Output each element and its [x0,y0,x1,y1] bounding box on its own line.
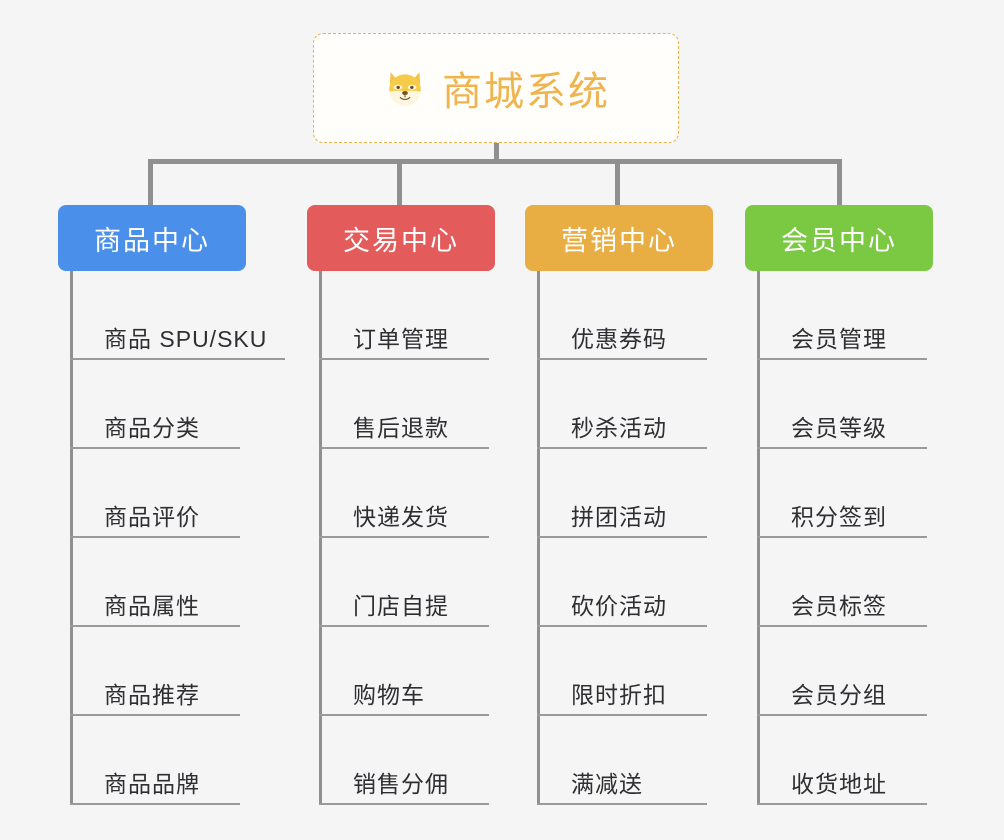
leaf-item-label: 购物车 [353,681,425,708]
leaf-item[interactable]: 会员标签 [757,538,927,627]
category-header-trade-center[interactable]: 交易中心 [307,205,495,271]
leaf-item[interactable]: 销售分佣 [319,716,489,805]
category-header-label: 会员中心 [781,225,897,256]
leaf-item[interactable]: 售后退款 [319,360,489,449]
leaf-item-label: 商品属性 [104,592,200,619]
leaf-item-label: 积分签到 [791,503,887,530]
leaf-item[interactable]: 商品品牌 [70,716,240,805]
column-product-center: 商品中心商品 SPU/SKU 商品分类商品评价商品属性商品推荐商品品牌 [58,205,285,805]
leaf-item[interactable]: 门店自提 [319,538,489,627]
leaf-item[interactable]: 会员等级 [757,360,927,449]
connector-drop-marketing-center [615,159,620,207]
leaf-item[interactable]: 限时折扣 [537,627,707,716]
leaf-list-member-center: 会员管理会员等级积分签到会员标签会员分组收货地址 [745,271,933,805]
column-member-center: 会员中心会员管理会员等级积分签到会员标签会员分组收货地址 [745,205,933,805]
leaf-item-label: 会员等级 [791,414,887,441]
leaf-item-label: 满减送 [571,770,643,797]
leaf-item[interactable]: 商品分类 [70,360,240,449]
connector-trunk-trade-center [319,271,322,805]
category-header-marketing-center[interactable]: 营销中心 [525,205,713,271]
leaf-item-label: 会员分组 [791,681,887,708]
leaf-list-product-center: 商品 SPU/SKU 商品分类商品评价商品属性商品推荐商品品牌 [58,271,285,805]
leaf-item-label: 门店自提 [353,592,449,619]
connector-trunk-product-center [70,271,73,805]
leaf-item[interactable]: 满减送 [537,716,707,805]
leaf-item-label: 售后退款 [353,414,449,441]
category-header-label: 营销中心 [561,225,677,256]
connector-drop-member-center [837,159,842,207]
leaf-item[interactable]: 收货地址 [757,716,927,805]
leaf-item[interactable]: 积分签到 [757,449,927,538]
leaf-item-label: 快递发货 [353,503,449,530]
leaf-item-label: 优惠券码 [571,325,667,352]
leaf-item-label: 销售分佣 [353,770,449,797]
leaf-item[interactable]: 商品推荐 [70,627,240,716]
leaf-item-label: 秒杀活动 [571,414,667,441]
leaf-item-label: 商品推荐 [104,681,200,708]
connector-drop-product-center [148,159,153,207]
leaf-item-label: 砍价活动 [571,592,667,619]
shiba-inu-dog-face-icon [382,65,428,111]
leaf-item-label: 收货地址 [791,770,887,797]
category-header-member-center[interactable]: 会员中心 [745,205,933,271]
category-header-label: 商品中心 [94,225,210,256]
leaf-item[interactable]: 订单管理 [319,271,489,360]
root-node-shop-system[interactable]: 商城系统 [313,33,679,143]
leaf-item[interactable]: 优惠券码 [537,271,707,360]
category-header-label: 交易中心 [343,225,459,256]
leaf-list-trade-center: 订单管理售后退款快递发货门店自提购物车销售分佣 [307,271,495,805]
leaf-item-label: 拼团活动 [571,503,667,530]
leaf-item[interactable]: 会员管理 [757,271,927,360]
leaf-item[interactable]: 会员分组 [757,627,927,716]
leaf-item-label: 会员标签 [791,592,887,619]
leaf-item[interactable]: 拼团活动 [537,449,707,538]
leaf-item-label: 会员管理 [791,325,887,352]
connector-trunk-member-center [757,271,760,805]
leaf-item[interactable]: 商品 SPU/SKU [70,271,285,360]
leaf-item[interactable]: 购物车 [319,627,489,716]
connector-trunk-marketing-center [537,271,540,805]
leaf-item-label: 商品分类 [104,414,200,441]
leaf-item-label: 订单管理 [353,325,449,352]
column-marketing-center: 营销中心优惠券码秒杀活动拼团活动砍价活动限时折扣满减送 [525,205,713,805]
connector-drop-trade-center [397,159,402,207]
leaf-item[interactable]: 商品评价 [70,449,240,538]
leaf-item-label: 商品评价 [104,503,200,530]
leaf-item-label: 商品 SPU/SKU [104,325,268,352]
leaf-item[interactable]: 砍价活动 [537,538,707,627]
connector-horizontal-bus [148,159,842,164]
category-header-product-center[interactable]: 商品中心 [58,205,246,271]
leaf-list-marketing-center: 优惠券码秒杀活动拼团活动砍价活动限时折扣满减送 [525,271,713,805]
leaf-item-label: 商品品牌 [104,770,200,797]
column-trade-center: 交易中心订单管理售后退款快递发货门店自提购物车销售分佣 [307,205,495,805]
leaf-item-label: 限时折扣 [571,681,667,708]
connector-root-stem [494,143,499,161]
leaf-item[interactable]: 商品属性 [70,538,240,627]
leaf-item[interactable]: 快递发货 [319,449,489,538]
root-title: 商城系统 [442,70,610,114]
leaf-item[interactable]: 秒杀活动 [537,360,707,449]
